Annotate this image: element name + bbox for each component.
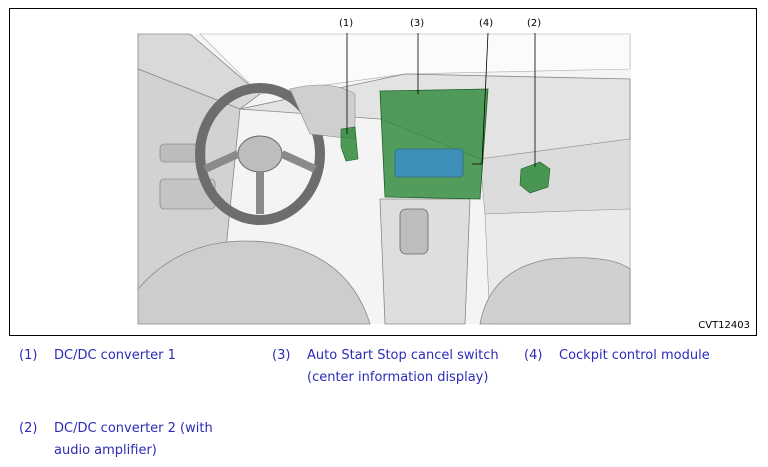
- callout-4: (4): [479, 18, 494, 29]
- legend-text: DC/DC converter 1: [54, 348, 176, 363]
- cockpit-control-module-highlight: [394, 148, 464, 178]
- figure-code: CVT12403: [698, 320, 750, 331]
- dcdc-converter-1-highlight: [340, 126, 359, 162]
- passenger-seat: [479, 257, 631, 325]
- legend-number: (3): [272, 348, 291, 363]
- legend-number: (2): [19, 421, 38, 436]
- center-display-highlight: [379, 88, 489, 200]
- legend-number: (4): [524, 348, 543, 363]
- legend-text: Auto Start Stop cancel switch: [307, 348, 499, 363]
- legend-text-line2: (center information display): [307, 370, 489, 385]
- steering-spokes: [203, 150, 317, 214]
- instrument-cluster: [289, 84, 356, 140]
- legend-text: Cockpit control module: [559, 348, 710, 363]
- cockpit-illustration: [137, 32, 631, 325]
- legend-text: DC/DC converter 2 (with: [54, 421, 213, 436]
- leader-line-4: [472, 32, 489, 165]
- steering-wheel: [195, 83, 325, 225]
- legend-text-line2: audio amplifier): [54, 443, 157, 458]
- callout-1: (1): [339, 18, 354, 29]
- diagram-figure: (1) (3) (4) (2) CVT12403: [9, 8, 757, 336]
- callout-2: (2): [527, 18, 542, 29]
- callout-3: (3): [410, 18, 425, 29]
- a-pillar: [137, 33, 261, 110]
- shift-lever: [399, 208, 429, 255]
- dcdc-converter-2-highlight: [519, 161, 551, 194]
- legend-number: (1): [19, 348, 38, 363]
- steering-hub: [237, 135, 283, 173]
- driver-seat: [137, 240, 371, 325]
